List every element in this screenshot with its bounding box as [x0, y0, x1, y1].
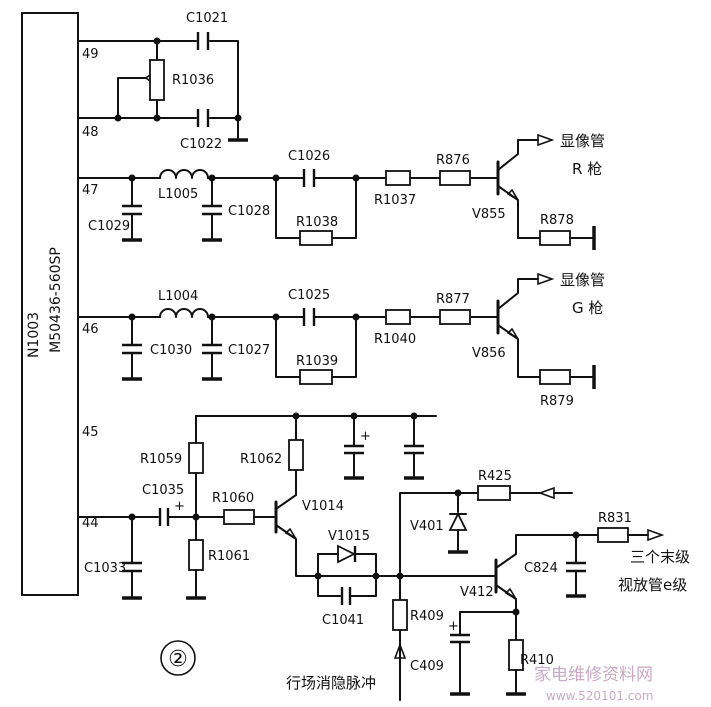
blanking-stage: + +	[77, 412, 665, 701]
label-c1025: C1025	[288, 288, 330, 303]
resistor-r879	[539, 369, 571, 385]
pin-46: 46	[82, 322, 99, 337]
pin-48: 48	[82, 125, 99, 140]
label-r1039: R1039	[296, 354, 338, 369]
label-v855: V855	[472, 207, 506, 222]
resistor-r1040	[385, 309, 411, 325]
r-channel	[77, 133, 596, 250]
pin-47: 47	[82, 183, 99, 198]
final-stage-line2: 视放管e级	[618, 576, 687, 594]
diode-v1015	[337, 544, 357, 564]
label-r876: R876	[436, 153, 470, 168]
ic-part-label: M50436-560SP	[48, 247, 64, 353]
resistor-r831	[597, 527, 629, 543]
label-r1040: R1040	[374, 332, 416, 347]
label-r409: R409	[410, 609, 444, 624]
resistor-r425	[477, 485, 511, 501]
inductor-l1005	[159, 169, 209, 179]
resistor-r1036	[149, 59, 165, 101]
g-channel	[77, 272, 596, 389]
resistor-r1038	[299, 230, 333, 246]
resistor-r876	[439, 170, 471, 186]
label-c1021: C1021	[186, 11, 228, 26]
resistor-r1039	[299, 369, 333, 385]
watermark-url: www.520101.com	[546, 689, 653, 703]
resistor-r1061	[188, 539, 204, 571]
label-r1060: R1060	[212, 491, 254, 506]
label-c1035: C1035	[142, 483, 184, 498]
r-gun-line1: 显像管	[560, 132, 605, 150]
label-r831: R831	[598, 511, 632, 526]
resistor-r1037	[385, 170, 411, 186]
figure-number-circle	[160, 640, 196, 676]
label-c1022: C1022	[180, 137, 222, 152]
pin-49: 49	[82, 47, 99, 62]
blanking-pulse-label: 行场消隐脉冲	[286, 674, 376, 692]
zener-v401	[448, 511, 468, 531]
pin-45: 45	[82, 425, 99, 440]
c1035-plus: +	[174, 499, 185, 514]
label-l1004: L1004	[158, 289, 198, 304]
label-c1041: C1041	[322, 613, 364, 628]
label-r1036: R1036	[172, 73, 214, 88]
label-r1038: R1038	[296, 215, 338, 230]
resistor-r1059	[188, 442, 204, 474]
label-c1027: C1027	[228, 343, 270, 358]
label-c1026: C1026	[288, 149, 330, 164]
label-c1033: C1033	[84, 561, 126, 576]
label-v401: V401	[410, 519, 444, 534]
label-r410: R410	[520, 653, 554, 668]
resistor-r409	[392, 599, 408, 631]
label-v1014: V1014	[302, 499, 344, 514]
label-v412: V412	[460, 585, 494, 600]
label-r1037: R1037	[374, 193, 416, 208]
rail-cap-plus: +	[360, 429, 371, 444]
pin-44: 44	[82, 516, 99, 531]
r-gun-line2: R 枪	[572, 160, 602, 178]
label-v856: V856	[472, 346, 506, 361]
ic-n1003: N1003 M50436-560SP	[21, 12, 79, 596]
watermark-text: 家电维修资料网	[534, 665, 653, 685]
resistor-r1060	[223, 509, 255, 525]
final-stage-line1: 三个末级	[630, 548, 690, 566]
label-r877: R877	[436, 292, 470, 307]
label-c1029: C1029	[88, 219, 130, 234]
label-r879: R879	[540, 394, 574, 409]
label-r1062: R1062	[240, 452, 282, 467]
inductor-l1004	[159, 308, 209, 318]
label-r878: R878	[540, 213, 574, 228]
label-c1028: C1028	[228, 204, 270, 219]
pin49-48-network	[77, 32, 248, 142]
label-c1030: C1030	[150, 343, 192, 358]
resistor-r877	[439, 309, 471, 325]
c409-plus: +	[448, 619, 459, 634]
label-c409: C409	[410, 659, 444, 674]
figure-number: ②	[168, 647, 188, 672]
label-l1005: L1005	[158, 187, 198, 202]
label-r1061: R1061	[208, 549, 250, 564]
g-gun-line1: 显像管	[560, 271, 605, 289]
resistor-r1062	[288, 439, 304, 471]
resistor-r878	[539, 230, 571, 246]
label-r1059: R1059	[140, 452, 182, 467]
ic-ref-label: N1003	[26, 312, 42, 358]
label-c824: C824	[524, 561, 558, 576]
label-r425: R425	[478, 469, 512, 484]
g-gun-line2: G 枪	[572, 299, 603, 317]
label-v1015: V1015	[328, 529, 370, 544]
